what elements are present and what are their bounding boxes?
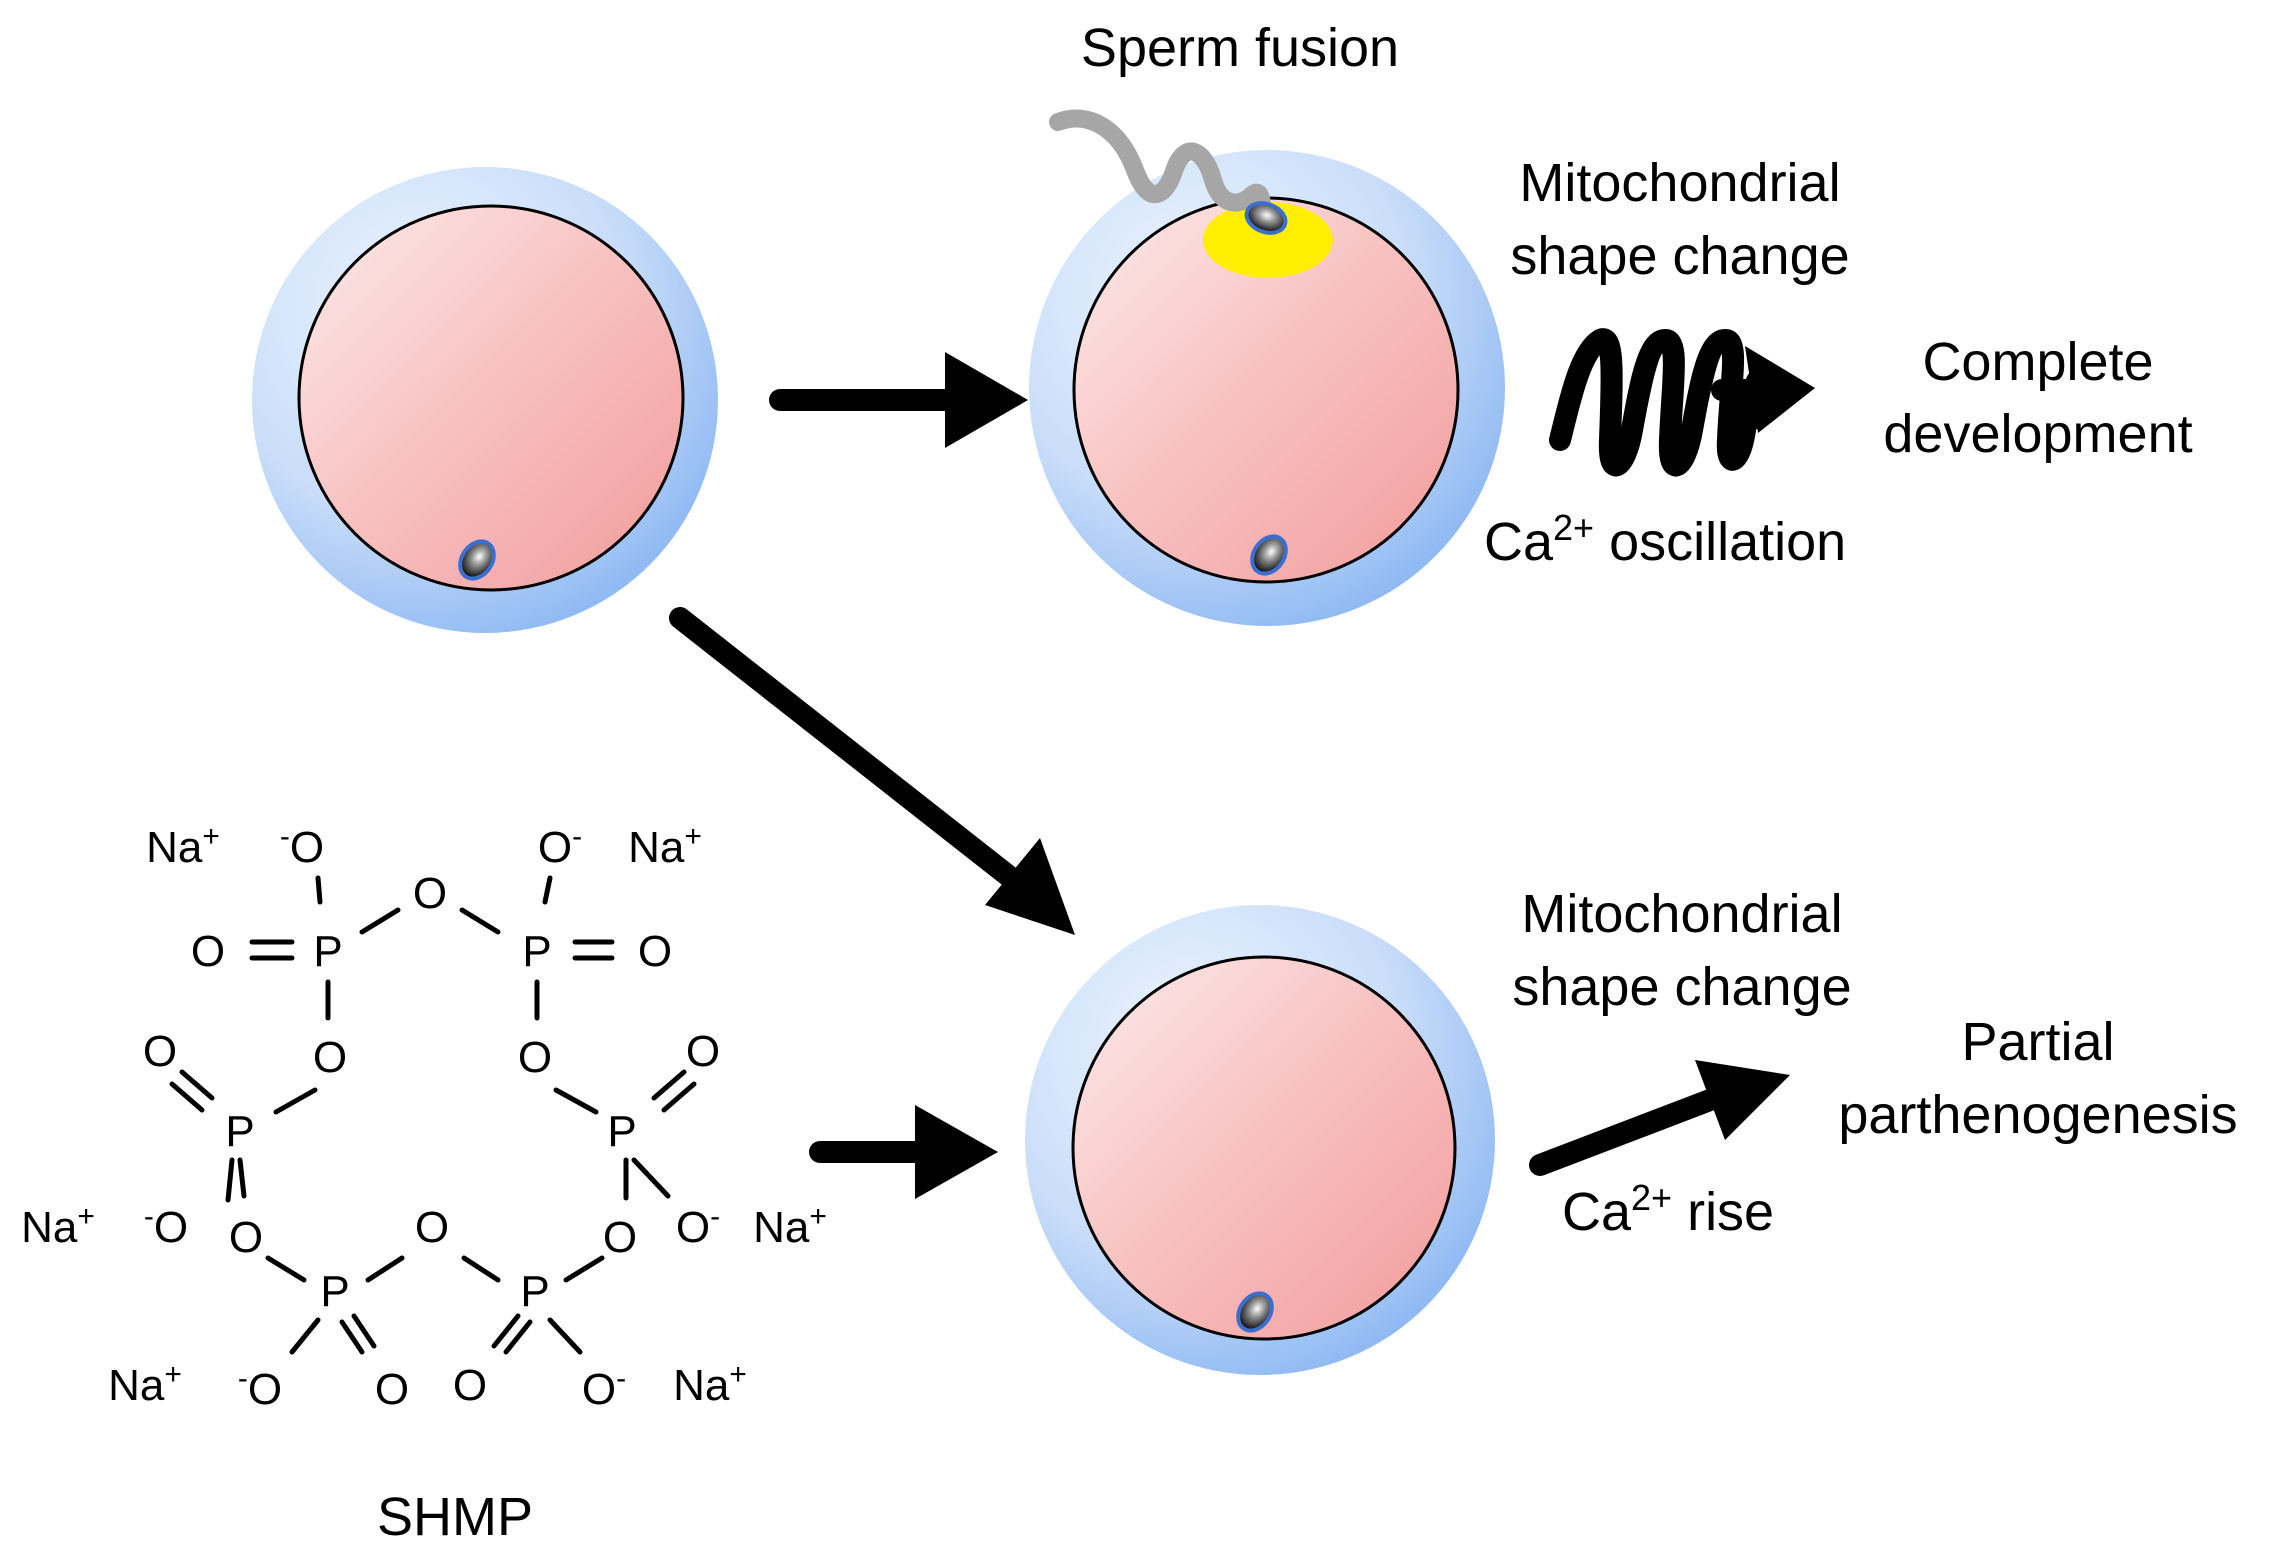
sodium-ion: Na+: [21, 1200, 95, 1252]
egg-fertilized: [1029, 109, 1505, 626]
double-bonded-oxygen: O: [375, 1365, 409, 1414]
phosphorus: P: [320, 1267, 349, 1316]
phosphorus: P: [607, 1107, 636, 1156]
oxide-anion: -O: [238, 1362, 282, 1414]
sodium-ion: Na+: [673, 1358, 747, 1410]
oxide-anion: O-: [538, 820, 582, 872]
arrow-oscillation-to-development: [1549, 328, 1815, 477]
molecule-atoms: Na+ Na+ Na+ Na+ Na+ Na+ -O O- O P P O O …: [21, 820, 827, 1414]
oxide-anion: -O: [280, 820, 324, 872]
ca-rise-label: Ca2+ rise: [1562, 1177, 1774, 1242]
egg-cytoplasm: [1071, 955, 1457, 1341]
sodium-ion: Na+: [628, 820, 702, 872]
shmp-molecule-structure: Na+ Na+ Na+ Na+ Na+ Na+ -O O- O P P O O …: [21, 820, 827, 1414]
phosphorus: P: [522, 927, 551, 976]
mito-shape-change-bottom-line1: Mitochondrial: [1521, 884, 1842, 944]
phosphorus: P: [313, 927, 342, 976]
egg-shmp-activated: [1025, 905, 1495, 1375]
phosphorus: P: [520, 1267, 549, 1316]
bridging-oxygen: O: [518, 1033, 552, 1082]
bridging-oxygen: O: [603, 1213, 637, 1262]
double-bonded-oxygen: O: [638, 927, 672, 976]
double-bonded-oxygen: O: [191, 927, 225, 976]
double-bonded-oxygen: O: [686, 1027, 720, 1076]
sodium-ion: Na+: [753, 1200, 827, 1252]
egg-cytoplasm: [297, 204, 685, 592]
bridging-oxygen: O: [415, 1203, 449, 1252]
sperm-fusion-label: Sperm fusion: [1081, 18, 1399, 78]
mito-shape-change-top-line2: shape change: [1510, 226, 1849, 286]
sperm-tail: [1049, 109, 1272, 224]
phosphorus: P: [225, 1107, 254, 1156]
oxide-anion: -O: [144, 1200, 188, 1252]
partial-parthenogenesis-line2: parthenogenesis: [1838, 1085, 2237, 1145]
partial-parthenogenesis-line1: Partial: [1961, 1012, 2114, 1072]
mito-shape-change-bottom-line2: shape change: [1512, 957, 1851, 1017]
egg-nucleus: [1236, 1291, 1274, 1333]
arrow-rise-to-parthenogenesis: [1529, 1060, 1790, 1176]
arrow-shmp-to-egg: [809, 1105, 998, 1199]
complete-development-line2: development: [1883, 404, 2192, 464]
ca-oscillation-label: Ca2+ oscillation: [1484, 507, 1846, 572]
double-bonded-oxygen: O: [453, 1361, 487, 1410]
egg-nucleus: [1250, 534, 1288, 576]
molecule-bonds: [169, 875, 697, 1355]
bridging-oxygen: O: [229, 1213, 263, 1262]
sodium-ion: Na+: [108, 1358, 182, 1410]
mito-shape-change-top-line1: Mitochondrial: [1519, 153, 1840, 213]
bridging-oxygen: O: [313, 1033, 347, 1082]
egg-nucleus: [458, 539, 496, 581]
double-bonded-oxygen: O: [143, 1027, 177, 1076]
arrow-egg-to-fertilized: [769, 352, 1028, 448]
sodium-ion: Na+: [146, 820, 220, 872]
fusion-site-yellow-spot: [1203, 202, 1333, 278]
shmp-label: SHMP: [377, 1487, 533, 1547]
arrow-egg-to-activated: [669, 607, 1075, 935]
oxide-anion: O-: [582, 1362, 626, 1414]
complete-development-line1: Complete: [1922, 332, 2153, 392]
bridging-oxygen: O: [413, 869, 447, 918]
egg-unfertilized: [252, 167, 718, 633]
oxide-anion: O-: [676, 1200, 720, 1252]
sperm-head: [1244, 201, 1288, 235]
